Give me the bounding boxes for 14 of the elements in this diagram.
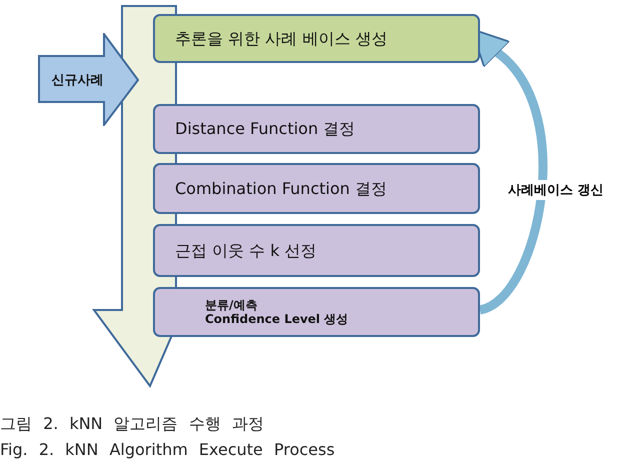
box-text: 분류/예측: [205, 298, 258, 312]
arrow-label: 신규사례: [52, 72, 104, 88]
box-text: 추론을 위한 사례 베이스 생성: [175, 28, 388, 48]
box-text: Distance Function 결정: [175, 119, 356, 139]
process-box: [153, 224, 480, 277]
process-box: [153, 104, 480, 154]
figure-caption: 그림 2. kNN 알고리즘 수행 과정: [0, 414, 264, 435]
box-text: 근접 이웃 수 k 선정: [175, 240, 318, 260]
process-box: [153, 14, 480, 63]
figure-caption-english: Fig. 2. kNN Algorithm Execute Process: [0, 440, 335, 459]
process-box: [153, 163, 480, 214]
box-text: Confidence Level 생성: [205, 312, 350, 326]
process-box: [153, 287, 480, 337]
box-text: Combination Function 결정: [175, 178, 388, 198]
